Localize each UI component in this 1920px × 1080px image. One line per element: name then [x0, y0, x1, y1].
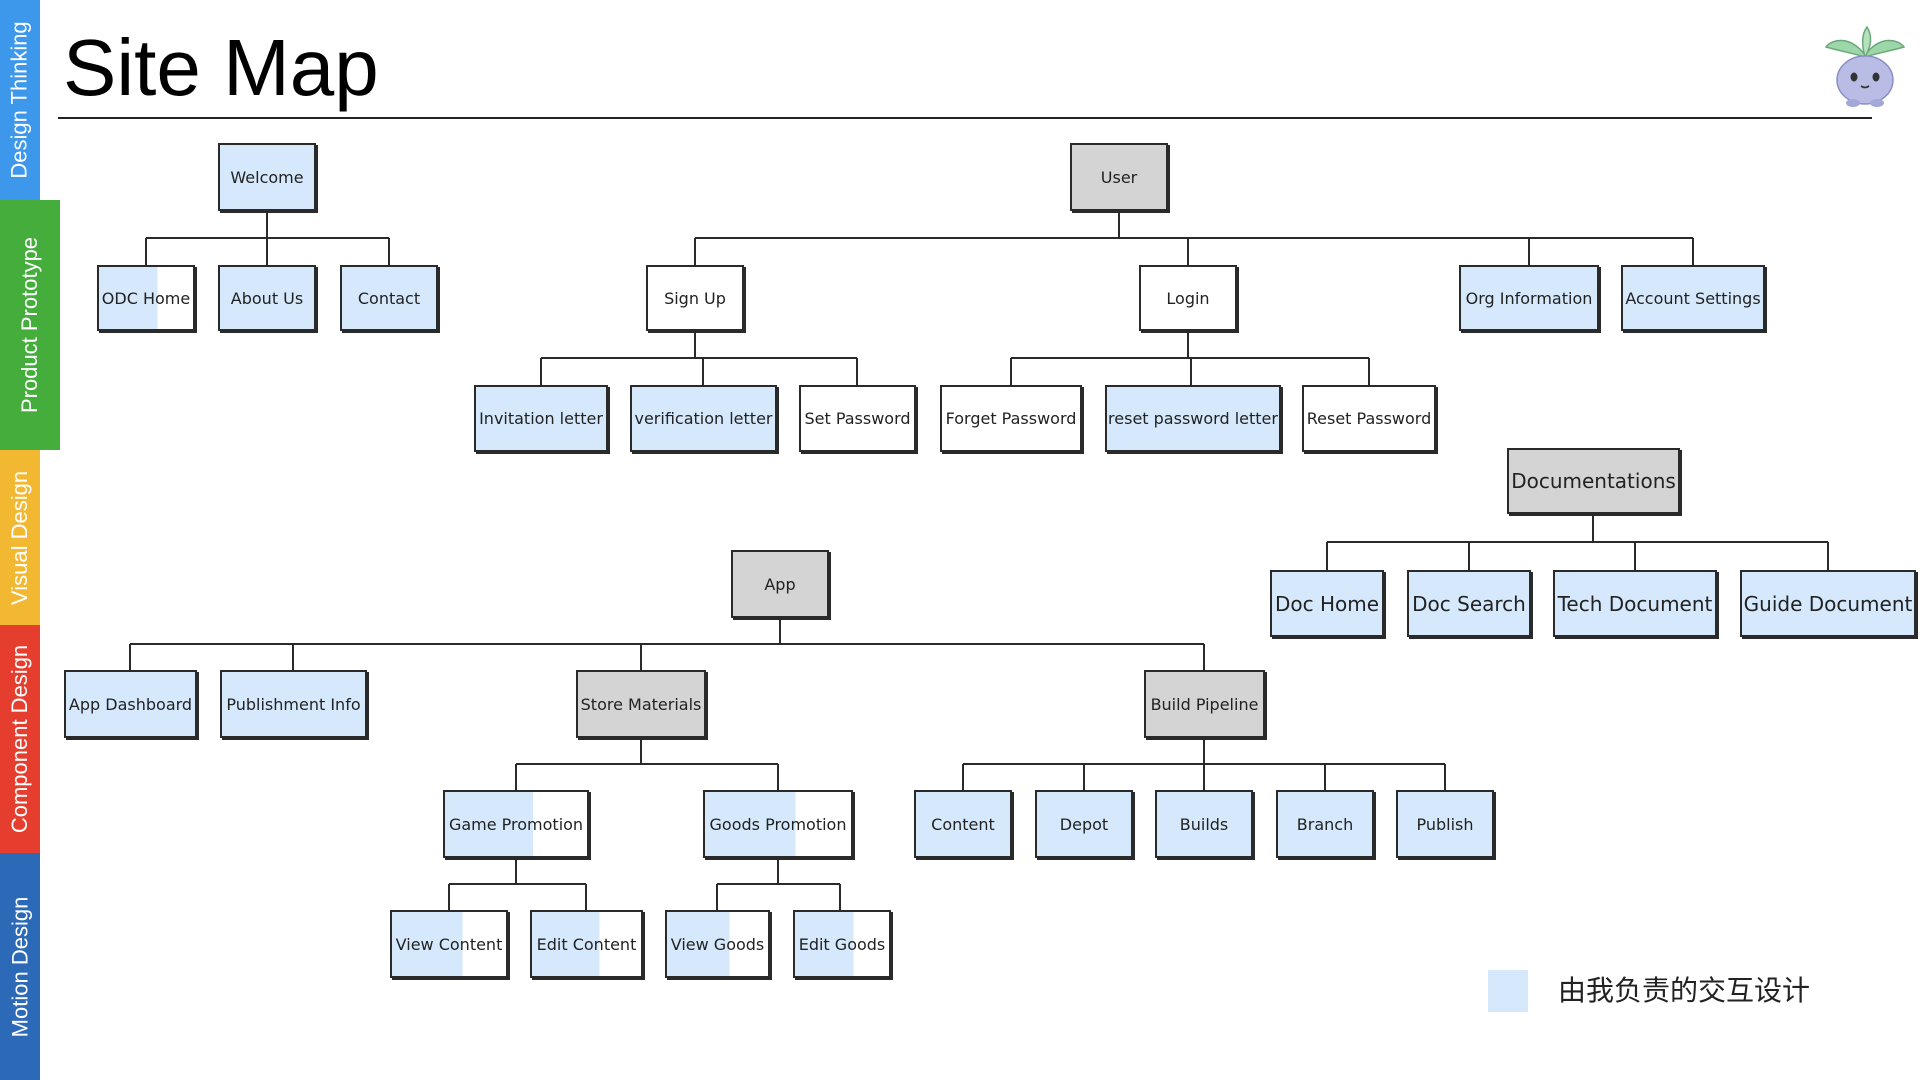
- node-sign-up-label: Sign Up: [664, 288, 726, 308]
- node-doc-home[interactable]: Doc Home: [1270, 570, 1384, 637]
- node-doc-search-label: Doc Search: [1412, 591, 1526, 616]
- node-login[interactable]: Login: [1139, 265, 1237, 331]
- node-app[interactable]: App: [731, 550, 829, 618]
- node-user[interactable]: User: [1070, 143, 1168, 211]
- node-publish[interactable]: Publish: [1396, 790, 1494, 858]
- node-account-settings[interactable]: Account Settings: [1621, 265, 1765, 331]
- sprout-creature-icon: [1824, 25, 1906, 107]
- node-store-materials[interactable]: Store Materials: [576, 670, 706, 738]
- node-guide-document-label: Guide Document: [1743, 591, 1913, 616]
- node-builds[interactable]: Builds: [1155, 790, 1253, 858]
- node-store-materials-label: Store Materials: [580, 694, 702, 714]
- tab-visual-design[interactable]: Visual Design: [0, 450, 40, 625]
- node-edit-goods-label: Edit Goods: [798, 934, 886, 954]
- node-content[interactable]: Content: [914, 790, 1012, 858]
- tab-motion-design[interactable]: Motion Design: [0, 853, 40, 1080]
- node-publishment-info-label: Publishment Info: [226, 694, 361, 714]
- node-odc-home[interactable]: ODC Home: [97, 265, 195, 331]
- node-build-pipeline-label: Build Pipeline: [1150, 694, 1259, 714]
- node-publish-label: Publish: [1416, 814, 1474, 834]
- node-edit-goods[interactable]: Edit Goods: [793, 910, 891, 978]
- node-publishment-info[interactable]: Publishment Info: [220, 670, 367, 738]
- node-welcome[interactable]: Welcome: [218, 143, 316, 211]
- node-reset-password-letter-label: reset password letter: [1108, 409, 1278, 428]
- node-view-content-label: View Content: [395, 934, 503, 954]
- node-branch-label: Branch: [1296, 814, 1354, 834]
- node-tech-document-label: Tech Document: [1557, 591, 1713, 616]
- node-guide-document[interactable]: Guide Document: [1740, 570, 1916, 637]
- node-view-goods[interactable]: View Goods: [665, 910, 770, 978]
- node-about-us[interactable]: About Us: [218, 265, 316, 331]
- node-depot-label: Depot: [1059, 814, 1109, 834]
- node-verification-letter-label: verification letter: [634, 409, 773, 428]
- node-game-promotion-label: Game Promotion: [448, 814, 584, 834]
- node-contact[interactable]: Contact: [340, 265, 438, 331]
- node-org-information[interactable]: Org Information: [1459, 265, 1599, 331]
- node-invitation-letter-label: Invitation letter: [479, 409, 603, 428]
- node-reset-password-letter[interactable]: reset password letter: [1105, 385, 1281, 452]
- tab-design-thinking[interactable]: Design Thinking: [0, 0, 40, 200]
- node-about-us-label: About Us: [230, 288, 304, 308]
- node-verification-letter[interactable]: verification letter: [630, 385, 777, 452]
- node-odc-home-label: ODC Home: [101, 288, 191, 308]
- node-view-content[interactable]: View Content: [390, 910, 508, 978]
- node-app-label: App: [764, 574, 796, 594]
- node-contact-label: Contact: [357, 288, 421, 308]
- node-builds-label: Builds: [1179, 814, 1229, 834]
- node-login-label: Login: [1166, 288, 1210, 308]
- tab-component-design[interactable]: Component Design: [0, 625, 40, 853]
- node-app-dashboard[interactable]: App Dashboard: [64, 670, 197, 738]
- node-view-goods-label: View Goods: [670, 934, 765, 954]
- node-invitation-letter[interactable]: Invitation letter: [474, 385, 608, 452]
- node-depot[interactable]: Depot: [1035, 790, 1133, 858]
- node-game-promotion[interactable]: Game Promotion: [443, 790, 589, 858]
- tab-product-prototype[interactable]: Product Prototype: [0, 200, 60, 450]
- node-tech-document[interactable]: Tech Document: [1553, 570, 1717, 637]
- node-welcome-label: Welcome: [230, 167, 304, 187]
- node-goods-promotion-label: Goods Promotion: [709, 814, 847, 834]
- page-title: Site Map: [63, 23, 379, 112]
- node-account-settings-label: Account Settings: [1625, 288, 1761, 308]
- node-edit-content[interactable]: Edit Content: [530, 910, 643, 978]
- node-edit-content-label: Edit Content: [536, 934, 637, 954]
- node-org-information-label: Org Information: [1465, 288, 1593, 308]
- node-doc-home-label: Doc Home: [1274, 591, 1380, 616]
- title-divider: [58, 117, 1872, 119]
- node-build-pipeline[interactable]: Build Pipeline: [1144, 670, 1265, 738]
- node-goods-promotion[interactable]: Goods Promotion: [703, 790, 853, 858]
- node-documentations-label: Documentations: [1511, 469, 1676, 493]
- node-set-password-label: Set Password: [804, 409, 911, 428]
- node-app-dashboard-label: App Dashboard: [68, 694, 193, 714]
- node-reset-password[interactable]: Reset Password: [1302, 385, 1436, 452]
- node-doc-search[interactable]: Doc Search: [1407, 570, 1531, 637]
- node-content-label: Content: [931, 814, 995, 834]
- legend-swatch: [1488, 970, 1528, 1012]
- node-sign-up[interactable]: Sign Up: [646, 265, 744, 331]
- legend-label: 由我负责的交互设计: [1558, 974, 1811, 1007]
- node-user-label: User: [1100, 167, 1138, 187]
- node-forget-password-label: Forget Password: [945, 409, 1077, 428]
- node-branch[interactable]: Branch: [1276, 790, 1374, 858]
- node-reset-password-label: Reset Password: [1306, 409, 1432, 428]
- node-set-password[interactable]: Set Password: [799, 385, 916, 452]
- node-documentations[interactable]: Documentations: [1507, 448, 1680, 514]
- node-forget-password[interactable]: Forget Password: [940, 385, 1082, 452]
